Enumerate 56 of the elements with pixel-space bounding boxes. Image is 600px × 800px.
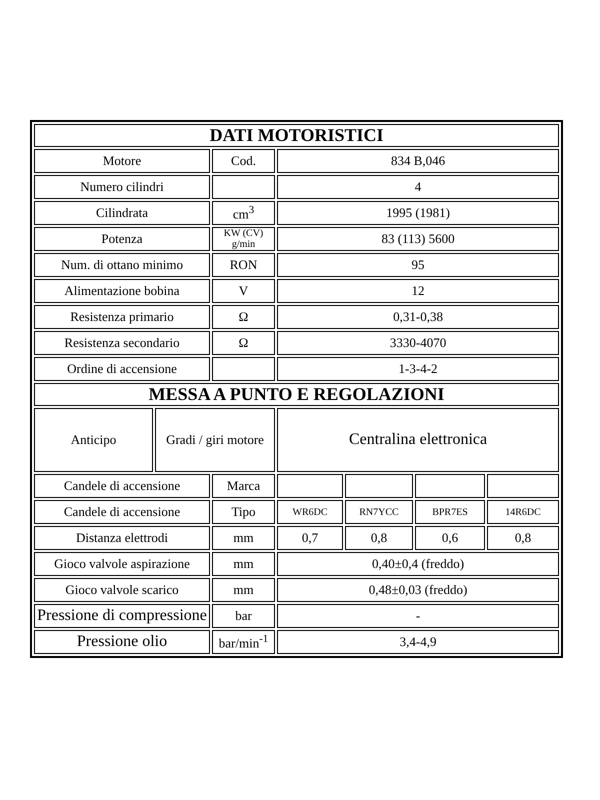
table-cell: Num. di ottano minimo [34,253,210,277]
table-cell: 0,6 [415,526,485,550]
table-cell: Candele di accensione [34,474,210,498]
table-cell: WR6DC [277,500,343,524]
table-cell: 1995 (1981) [277,201,560,225]
table-cell: mm [212,552,275,576]
table-cell: 3330-4070 [277,331,560,355]
table-cell: bar [212,604,275,628]
table-cell: Resistenza primario [34,305,210,329]
table-cell: RN7YCC [345,500,413,524]
table-cell: 0,31-0,38 [277,305,560,329]
table-cell: Distanza elettrodi [34,526,210,550]
table-cell: Resistenza secondario [34,331,210,355]
table-cell: 14R6DC [487,500,560,524]
table-cell: mm [212,526,275,550]
table-cell: RON [212,253,275,277]
table-cell: 95 [277,253,560,277]
table-cell: Cod. [212,149,275,173]
table-cell: Cilindrata [34,201,210,225]
table-cell: 0,8 [345,526,413,550]
table-cell: Potenza [34,227,210,251]
table-cell: 0,48±0,03 (freddo) [277,578,560,602]
table-cell: 12 [277,279,560,303]
table-cell: BPR7ES [415,500,485,524]
table-cell: Pressione olio [34,630,210,654]
table-cell: Centralina elettronica [277,408,560,472]
table-cell: cm$^{3}$ [212,201,275,225]
table-cell: - [277,604,560,628]
table-cell: 0,7 [277,526,343,550]
table-title: DATI MOTORISTICI [34,124,560,147]
table-cell: 83 (113) 5600 [277,227,560,251]
table-cell: 4 [277,175,560,199]
table-cell: Motore [34,149,210,173]
table-cell: Ω [212,331,275,355]
table-cell: Tipo [212,500,275,524]
table-cell: V [212,279,275,303]
table-cell: Numero cilindri [34,175,210,199]
table-cell: Alimentazione bobina [34,279,210,303]
table-cell: Gioco valvole scarico [34,578,210,602]
table-cell: Pressione di compressione [34,604,210,628]
table-cell: 834 B,046 [277,149,560,173]
table-cell: Gradi / giri motore [155,408,275,472]
table-cell: Marca [212,474,275,498]
table-cell: 0,8 [487,526,560,550]
table-cell: 3,4-4,9 [277,630,560,654]
table-cell: 0,40±0,4 (freddo) [277,552,560,576]
table-cell: 1-3-4-2 [277,357,560,381]
table-cell: bar/min$^{-1}$ [212,630,275,654]
table-cell: Anticipo [34,408,153,472]
table-cell: Gioco valvole aspirazione [34,552,210,576]
table-cell: KW (CV) g/min [212,227,275,251]
table-cell: Ω [212,305,275,329]
section-heading: MESSA A PUNTO E REGOLAZIONI [34,383,560,406]
table-cell: Candele di accensione [34,500,210,524]
table-cell: Ordine di accensione [34,357,210,381]
table-cell: mm [212,578,275,602]
